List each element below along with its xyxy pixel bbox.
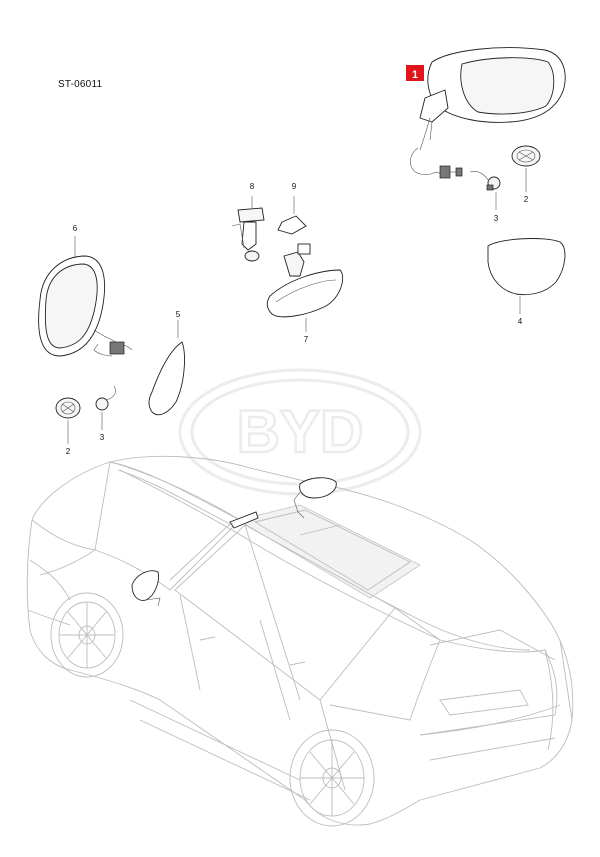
mirror-glass-part: 4 xyxy=(487,238,566,326)
left-motor-part: 2 xyxy=(55,397,81,456)
callout-8: 8 xyxy=(250,182,255,191)
callout-2-left: 2 xyxy=(66,447,71,456)
brand-watermark: BYD xyxy=(178,368,422,496)
part-1-highlight: 1 xyxy=(406,65,424,81)
mirror-connector-part: 3 xyxy=(469,171,501,223)
left-mirror-assembly: 6 xyxy=(38,224,133,357)
car-interior-mirror xyxy=(299,477,337,499)
front-wheel xyxy=(50,592,124,678)
svg-text:BYD: BYD xyxy=(237,398,364,465)
callout-3: 3 xyxy=(494,214,499,223)
car-interior-mirror-2 xyxy=(229,511,259,529)
mirror-motor-part: 2 xyxy=(511,145,541,204)
callout-7: 7 xyxy=(304,335,309,344)
mirror-clip-part: 9 xyxy=(277,182,307,235)
callout-1: 1 xyxy=(412,69,418,81)
diagram-code: ST-06011 xyxy=(58,79,103,90)
callout-4: 4 xyxy=(518,317,523,326)
callout-5: 5 xyxy=(176,310,181,319)
callout-6: 6 xyxy=(73,224,78,233)
callout-9: 9 xyxy=(292,182,297,191)
left-connector-part: 3 xyxy=(95,385,116,442)
rear-wheel xyxy=(289,729,375,827)
car-left-mirror xyxy=(131,570,159,601)
left-mirror-glass-part: 5 xyxy=(148,310,185,416)
exterior-mirror-assembly xyxy=(410,47,566,179)
callout-3-left: 3 xyxy=(100,433,105,442)
vehicle-outline xyxy=(26,455,574,827)
interior-mirror-part: 7 xyxy=(266,243,344,344)
callout-2: 2 xyxy=(524,195,529,204)
interior-mirror-bracket-part: 8 xyxy=(231,182,265,262)
